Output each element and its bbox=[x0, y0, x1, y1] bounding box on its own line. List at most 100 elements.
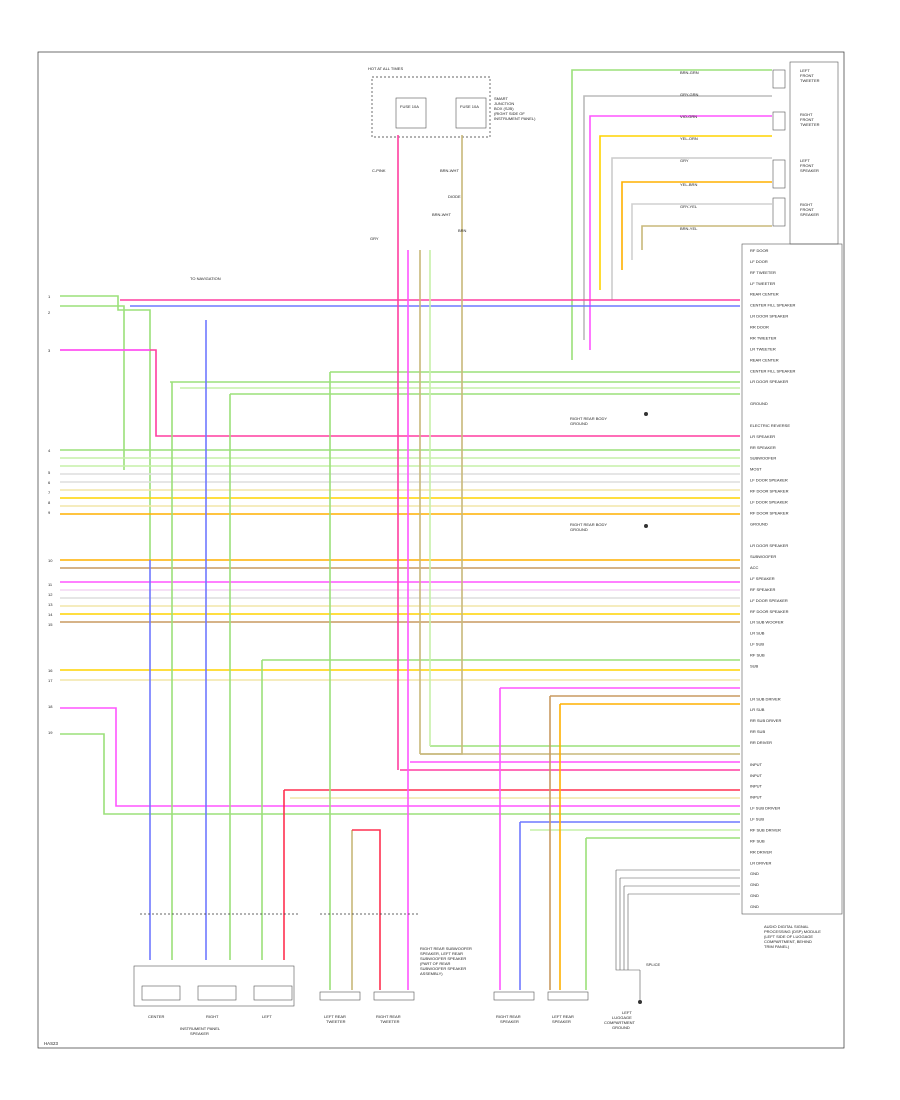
module-pin-label: LR SUB WOOFER bbox=[750, 620, 784, 625]
component-right: RIGHT bbox=[206, 1014, 219, 1019]
module-pin-label: LF DOOR bbox=[750, 259, 768, 264]
module-pin-label: SUBWOOFER bbox=[750, 456, 776, 461]
vertical-drops: SPLICE bbox=[140, 250, 661, 1004]
module-pin-label: INPUT bbox=[750, 773, 763, 778]
module-pin-label: RF SUB bbox=[750, 653, 765, 658]
wire bbox=[60, 349, 740, 437]
module-pin-label: GND bbox=[750, 904, 759, 909]
module-pin-label: RR DRIVER bbox=[750, 740, 772, 745]
wire-code: BRN-GRN bbox=[680, 70, 699, 75]
speaker-icon bbox=[319, 991, 361, 1001]
component-left: LEFT bbox=[262, 1014, 272, 1019]
diagram-frame bbox=[37, 51, 845, 1049]
module-pin-label: REAR CENTER bbox=[750, 357, 779, 362]
module-pin-label: RF SUB DRIVER bbox=[750, 828, 781, 833]
wire-code: BRN-WHT bbox=[440, 168, 459, 173]
speaker-icon bbox=[373, 991, 415, 1001]
module-pin-label: INPUT bbox=[750, 784, 763, 789]
pin-number: 1 bbox=[48, 294, 51, 299]
module-pin-label: LR SPEAKER bbox=[750, 434, 775, 439]
pin-number: 15 bbox=[48, 622, 53, 627]
module-pin-label: CENTER FILL SPEAKER bbox=[750, 303, 796, 308]
pin-number: 2 bbox=[48, 310, 51, 315]
pin-number: 18 bbox=[48, 704, 53, 709]
pin-number: 11 bbox=[48, 582, 53, 587]
module-pin-label: LR SUB DRIVER bbox=[750, 696, 781, 701]
module-pin-label: RR SUB bbox=[750, 729, 765, 734]
wire-code: BRN-YEL bbox=[680, 226, 698, 231]
wire bbox=[621, 181, 772, 270]
module-pin-label: LR DOOR SPEAKER bbox=[750, 543, 788, 548]
pin-number: 4 bbox=[48, 448, 51, 453]
speaker-icon bbox=[197, 985, 237, 1001]
module-pin-label: GND bbox=[750, 882, 759, 887]
left-inputs: TO NAVIGATION 1 2 3 4 5 6 7 8 9 10 11 12… bbox=[48, 276, 221, 735]
pin-number: 3 bbox=[48, 348, 51, 353]
wire-code: VIO-GRN bbox=[680, 114, 697, 119]
wire bbox=[60, 295, 151, 560]
module-pin-label: LF SUB bbox=[750, 817, 764, 822]
module-pin-label: RR TWEETER bbox=[750, 336, 776, 341]
wire-code: GRY-YEL bbox=[680, 204, 698, 209]
fuse-b-label: FUSE 10A bbox=[460, 104, 479, 109]
module-pin-label: RR DRIVER bbox=[750, 849, 772, 854]
module-pin-label: ELECTRIC REVERSE bbox=[750, 423, 790, 428]
pin-number: 8 bbox=[48, 500, 51, 505]
ip-speaker-group bbox=[133, 965, 295, 1007]
module-pin-label: LR DRIVER bbox=[750, 860, 771, 865]
module-pin-label: LF DOOR SPEAKER bbox=[750, 500, 788, 505]
wire bbox=[352, 829, 381, 990]
ground-icon bbox=[644, 524, 648, 528]
module-pin-label: GROUND bbox=[750, 521, 768, 526]
fuse-box-header: HOT AT ALL TIMES bbox=[368, 66, 403, 71]
wire-code: GRY bbox=[680, 158, 689, 163]
pin-number: 14 bbox=[48, 612, 53, 617]
wire-code: YEL-BRN bbox=[680, 182, 697, 187]
module-pin-label: CENTER FILL SPEAKER bbox=[750, 368, 796, 373]
module-pin-label: LF DOOR SPEAKER bbox=[750, 478, 788, 483]
wire bbox=[420, 250, 463, 755]
module-pin-label: LF TWEETER bbox=[750, 281, 775, 286]
pin-number: 5 bbox=[48, 470, 51, 475]
wire-bus bbox=[60, 295, 740, 895]
module-pin-label: RF DOOR bbox=[750, 248, 769, 253]
component-center: CENTER bbox=[148, 1014, 165, 1019]
module-pin-label: LF DOOR SPEAKER bbox=[750, 598, 788, 603]
splice-label: SPLICE bbox=[646, 962, 661, 967]
module-pin-label: RF DOOR SPEAKER bbox=[750, 609, 789, 614]
module-pin-label: LF SPEAKER bbox=[750, 576, 775, 581]
left-section-title: TO NAVIGATION bbox=[190, 276, 221, 281]
module-pin-label: INPUT bbox=[750, 795, 763, 800]
wire-code: YEL-ORN bbox=[680, 136, 698, 141]
speaker-icon bbox=[772, 197, 786, 227]
wire bbox=[60, 707, 740, 807]
fuse-box-outline bbox=[371, 76, 491, 138]
module-pin-label: RF DOOR SPEAKER bbox=[750, 510, 789, 515]
diode-label: DIODE bbox=[448, 194, 461, 199]
speaker-icon bbox=[772, 159, 786, 189]
speaker-icon bbox=[253, 985, 293, 1001]
speaker-icon bbox=[493, 991, 535, 1001]
module-pin-label: RR SPEAKER bbox=[750, 445, 776, 450]
module-pin-label: LR TWEETER bbox=[750, 346, 776, 351]
footer-code: HAS23 bbox=[44, 1041, 58, 1046]
module-pin-label: ACC bbox=[750, 565, 759, 570]
speaker-icon bbox=[772, 111, 786, 131]
module-pin-label: LR DOOR SPEAKER bbox=[750, 379, 788, 384]
